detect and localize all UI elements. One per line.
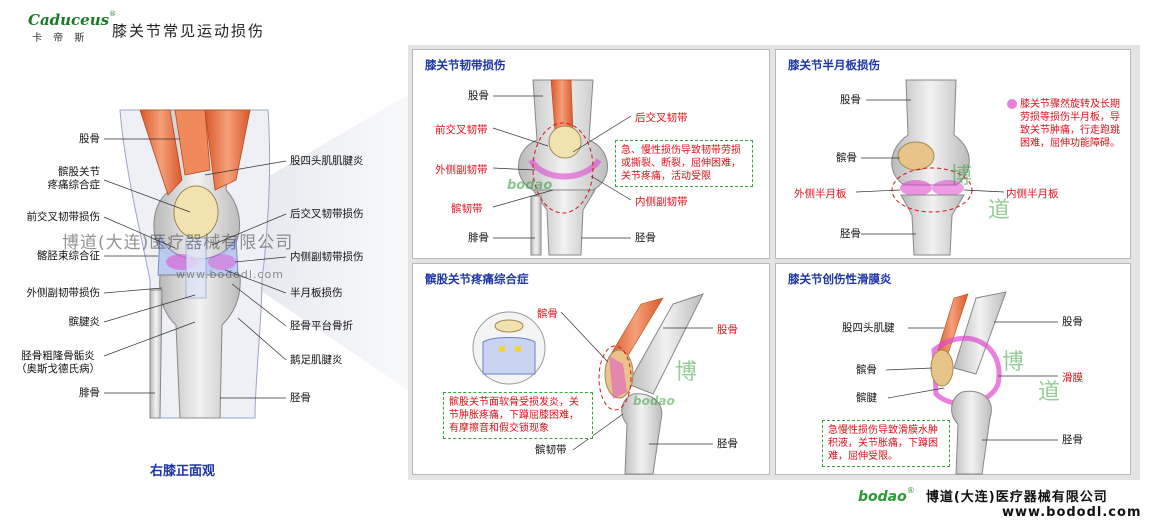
panel-meniscus-injury: 膝关节半月板损伤 股骨 髌骨 外侧半月板 内侧半月板 胫骨 膝关节骤然旋转及长期… (775, 49, 1131, 259)
pf-note: 髌股关节面软骨受损发炎，关节肿胀疼痛，下蹲屈膝困难，有摩擦音和假交锁现象 (443, 392, 593, 439)
lig-label-patellar-ligament: 髌韧带 (451, 203, 483, 215)
panel-ligament-injury: 膝关节韧带损伤 股骨 前交叉韧带 外侧副韧带 髌韧带 腓骨 后交叉韧带 内侧副韧… (412, 49, 770, 259)
panel-patellofemoral: 髌股关节疼痛综合症 髌骨 股骨 髌韧带 胫骨 髌股关节面软骨受损发炎，关节肿胀疼… (412, 263, 770, 475)
men-watermark-char2: 道 (988, 198, 1011, 223)
men-label-medial-meniscus: 内侧半月板 (1006, 188, 1059, 200)
pf-label-tibia: 胫骨 (717, 438, 738, 450)
syn-label-synovium: 滑膜 (1062, 372, 1083, 384)
watermark-company: 博道(大连)医疗器械有限公司 (62, 233, 294, 253)
panel-meniscus-title: 膝关节半月板损伤 (788, 58, 880, 72)
label-pes-anserine-tendinitis: 鹅足肌腱炎 (290, 354, 343, 366)
logo-registered-mark: ® (109, 10, 117, 18)
footer-website[interactable]: www.bododl.com (1002, 505, 1142, 520)
pf-label-patellar-ligament: 髌韧带 (535, 444, 567, 456)
syn-label-quad-tendon: 股四头肌腱 (842, 322, 895, 334)
pf-label-femur: 股骨 (717, 324, 738, 336)
lig-label-tibia: 胫骨 (635, 232, 656, 244)
syn-watermark-char2: 道 (1038, 380, 1061, 405)
label-femur: 股骨 (79, 133, 100, 145)
synovitis-illustration (885, 291, 1058, 475)
men-note: 膝关节骤然旋转及长期劳损等损伤半月板，导致关节肿痛，行走跑跳困难，屈伸功能障碍。 (1020, 99, 1120, 149)
lig-label-fibula: 腓骨 (468, 232, 489, 244)
lig-label-femur: 股骨 (468, 90, 489, 102)
pf-watermark-brand: bodao (633, 394, 675, 408)
panel-ligament-title: 膝关节韧带损伤 (425, 58, 506, 72)
men-label-lateral-meniscus: 外侧半月板 (794, 188, 847, 200)
meniscus-illustration (855, 79, 1017, 256)
footer-brand: bodao® 博道(大连)医疗器械有限公司 (858, 486, 1108, 505)
label-patellofemoral-syndrome: 髌股关节 疼痛综合症 (47, 166, 101, 191)
men-label-tibia: 胫骨 (840, 228, 861, 240)
label-tibial-plateau-fracture: 胫骨平台骨折 (290, 320, 353, 332)
syn-label-patellar-tendon: 髌腱 (856, 392, 877, 404)
syn-watermark-char: 博 (1002, 350, 1025, 375)
lig-label-mcl: 内侧副韧带 (635, 196, 688, 208)
label-mcl-injury: 内侧副韧带损伤 (290, 251, 364, 263)
lig-label-pcl: 后交叉韧带 (635, 112, 688, 124)
lig-note: 急、慢性损伤导致韧带劳损或撕裂、断裂，屈伸困难，关节疼痛，活动受限 (615, 140, 753, 187)
pf-label-patella: 髌骨 (537, 308, 558, 320)
brand-logo: Caduceus® 卡 帝 斯 (28, 10, 116, 44)
panel-synovitis-title: 膝关节创伤性滑膜炎 (788, 272, 892, 286)
label-lcl-injury: 外侧副韧带损伤 (26, 287, 101, 299)
lig-watermark-brand: bodao (507, 178, 553, 193)
label-acl-injury: 前交叉韧带损伤 (26, 211, 101, 223)
label-meniscus-injury: 半月板损伤 (290, 287, 343, 299)
syn-note: 急慢性损伤导致滑膜水肿积液，关节胀痛，下蹲困难，屈伸受限。 (822, 420, 950, 467)
watermark-url: www.bododl.com (176, 268, 284, 281)
syn-label-femur: 股骨 (1062, 316, 1083, 328)
label-quad-tendinitis: 股四头肌肌腱炎 (290, 155, 364, 167)
syn-label-patella: 髌骨 (856, 364, 877, 376)
logo-text: Caduceus (28, 11, 110, 29)
label-pcl-injury: 后交叉韧带损伤 (290, 208, 364, 220)
label-patellar-tendinitis: 髌腱炎 (68, 316, 101, 328)
pf-watermark-char: 博 (675, 360, 698, 385)
men-watermark-char: 博 (950, 164, 973, 189)
syn-label-tibia: 胫骨 (1062, 434, 1083, 446)
label-tibia: 胫骨 (290, 392, 311, 404)
lig-label-lcl: 外侧副韧带 (435, 164, 488, 176)
patellofemoral-illustration (472, 293, 713, 475)
figure-caption: 右膝正面观 (150, 464, 216, 479)
ligament-illustration (492, 79, 632, 256)
page-title: 膝关节常见运动损伤 (112, 22, 266, 40)
men-label-patella: 髌骨 (836, 152, 857, 164)
panel-synovitis: 膝关节创伤性滑膜炎 股四头肌腱 股骨 髌骨 滑膜 髌腱 胫骨 急慢性损伤导致滑膜… (775, 263, 1131, 475)
panel-patellofemoral-title: 髌股关节疼痛综合症 (425, 272, 529, 286)
footer-brand-logo: bodao (858, 489, 907, 505)
label-it-band-syndrome: 髂胫束综合征 (37, 250, 100, 262)
label-fibula: 腓骨 (79, 387, 100, 399)
logo-subtitle: 卡 帝 斯 (32, 33, 89, 44)
lig-label-acl: 前交叉韧带 (435, 124, 488, 136)
label-osgood-schlatter: 胫骨粗隆骨骺炎 （奥斯戈德氏病） (16, 350, 100, 375)
men-label-femur: 股骨 (840, 94, 861, 106)
footer-brand-mark: ® (906, 486, 915, 495)
footer-company-name: 博道(大连)医疗器械有限公司 (925, 490, 1108, 505)
